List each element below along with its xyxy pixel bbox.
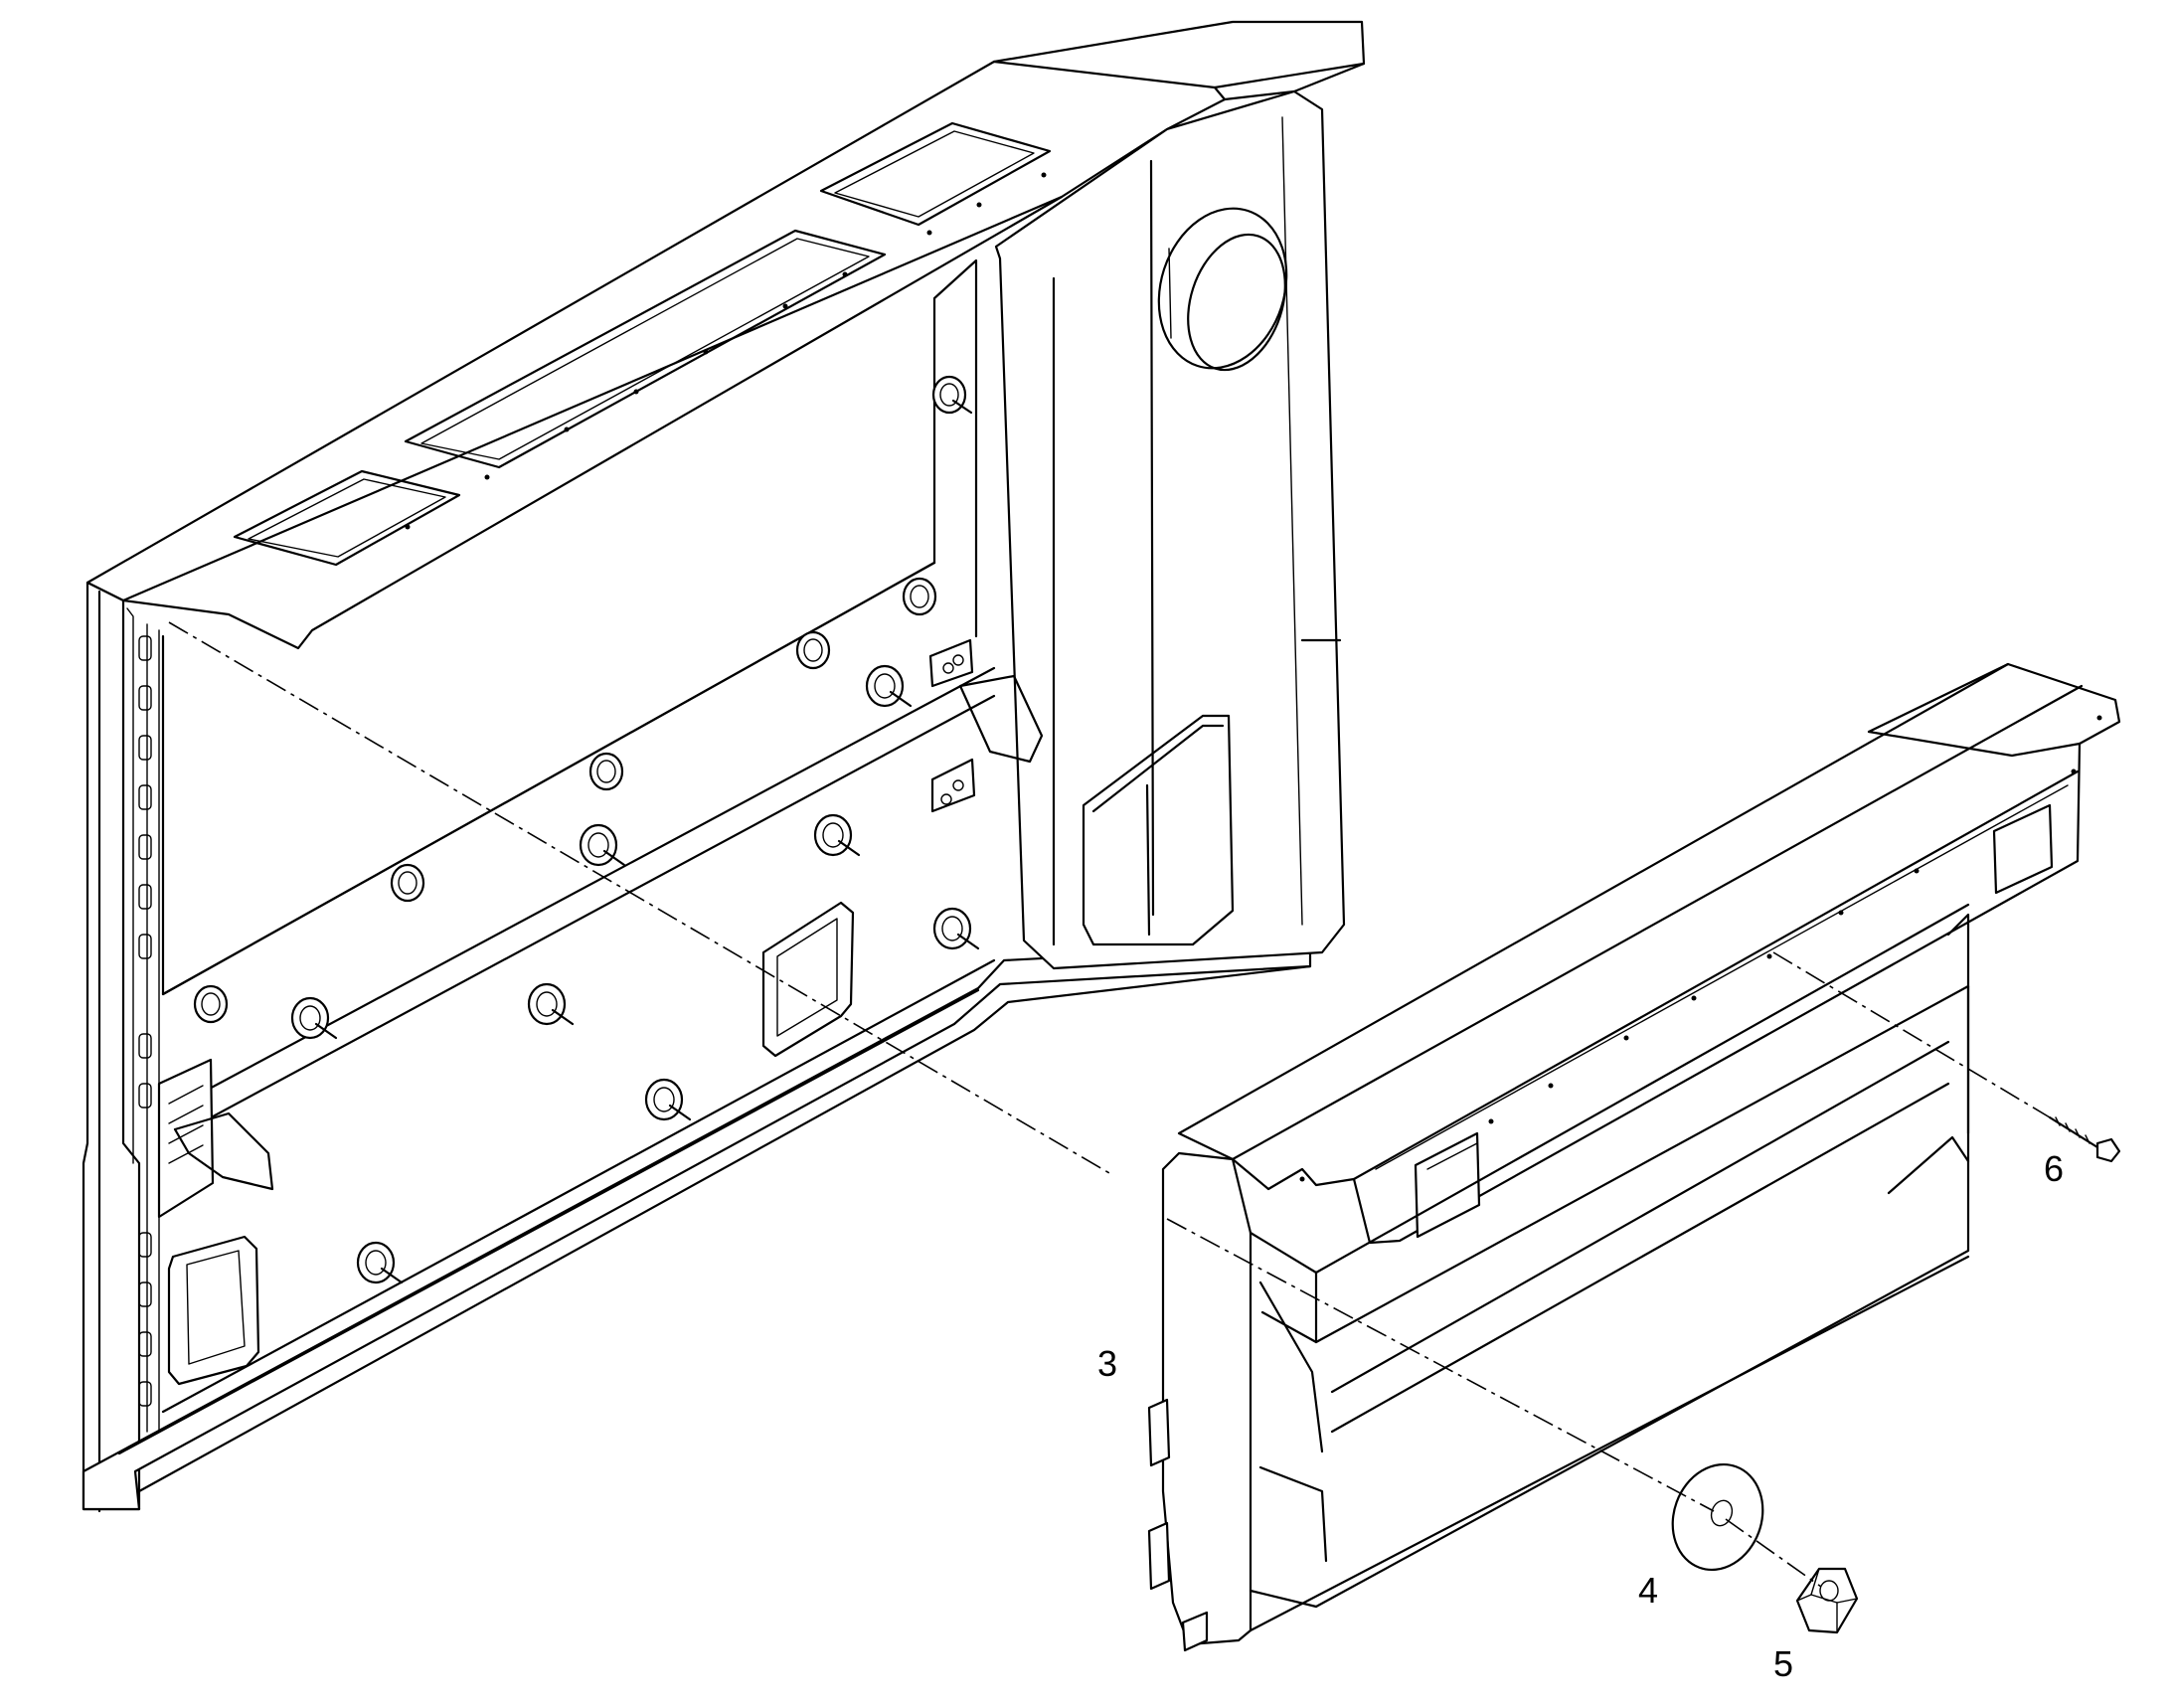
post-slots [138,635,152,1407]
cab-frame-assembly [82,20,1366,1513]
bolt-part [2048,1115,2121,1163]
svg-text:4: 4 [1638,1570,1658,1611]
hex-nut-part [1795,1567,1859,1634]
svg-text:5: 5 [1773,1643,1793,1684]
svg-text:6: 6 [2044,1148,2064,1189]
mounting-studs [193,375,980,1284]
callout-4: 4 [1638,1570,1658,1611]
callout-6: 6 [2044,1148,2064,1189]
rear-rivet-row [1299,715,2102,1182]
washer-part [1671,1462,1764,1572]
rear-panel-assembly [1147,662,2121,1652]
assembly-guide-lines [168,621,2051,1588]
callout-5: 5 [1773,1643,1793,1684]
svg-text:3: 3 [1097,1343,1117,1384]
callout-3: 3 [1097,1343,1117,1384]
